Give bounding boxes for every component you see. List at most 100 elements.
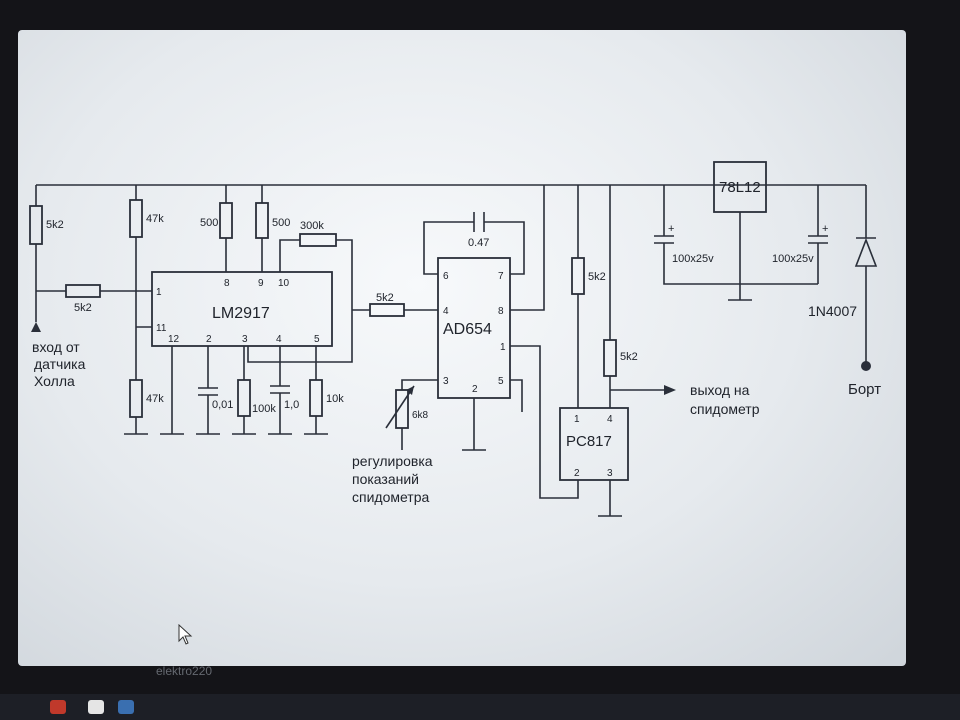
pin-label: 4 xyxy=(607,414,613,425)
label-board: Борт xyxy=(848,381,881,398)
label-r-trim: 6k8 xyxy=(412,410,429,421)
taskbar-window-label[interactable]: elektro220 xyxy=(156,664,213,678)
label-r-fb: 300k xyxy=(300,220,324,232)
ground-symbol xyxy=(728,212,752,301)
pin-label: 5 xyxy=(314,334,320,345)
resistor-pin3 xyxy=(237,379,251,417)
label-r-input: 5k2 xyxy=(74,302,92,314)
label-r-pin8: 500 xyxy=(200,217,218,229)
screen xyxy=(18,30,906,666)
wire xyxy=(510,379,523,412)
label-c-ad654: 0.47 xyxy=(468,237,489,249)
label-c-reg-out: 100x25v xyxy=(772,253,814,265)
pin-label: 8 xyxy=(498,306,504,317)
label-adjust-line3: спидометра xyxy=(352,489,430,505)
diode-label: 1N4007 xyxy=(808,303,857,319)
label-r-pc-out: 5k2 xyxy=(620,351,638,363)
resistor-hall-pullup xyxy=(29,205,43,245)
label-r-pc-top: 5k2 xyxy=(588,271,606,283)
pin-label: 4 xyxy=(276,334,282,345)
label-r-div-top: 47k xyxy=(146,213,164,225)
pin-label: 3 xyxy=(242,334,248,345)
wire xyxy=(510,185,545,311)
resistor-pin8 xyxy=(219,202,233,239)
app-icon[interactable] xyxy=(50,700,66,714)
trimmer-arrow-head-icon xyxy=(406,386,414,395)
diode-1n4007 xyxy=(854,237,878,267)
resistor-div-top xyxy=(129,199,143,238)
pin-label: 8 xyxy=(224,278,230,289)
label-c-reg-in: 100x25v xyxy=(672,253,714,265)
pin-label: 3 xyxy=(607,468,613,479)
pin-label: 3 xyxy=(443,376,449,387)
pin-label: 7 xyxy=(498,271,504,282)
resistor-feedback xyxy=(299,233,337,247)
label-output-line2: спидометр xyxy=(690,401,760,417)
label-r-hall-pullup: 5k2 xyxy=(46,219,64,231)
trimmer-arrow-icon xyxy=(385,385,415,429)
regulator-label: 78L12 xyxy=(719,179,761,196)
pin-label: 11 xyxy=(156,323,167,334)
label-hall-line1: вход от xyxy=(32,339,80,355)
pin-label: 2 xyxy=(206,334,212,345)
capacitor-pin4 xyxy=(270,346,290,434)
app-icon[interactable] xyxy=(118,700,134,714)
wire xyxy=(510,345,579,499)
mouse-cursor-icon xyxy=(178,624,193,645)
label-hall-line2: датчика xyxy=(34,356,86,372)
label-c-pin4: 1,0 xyxy=(284,399,299,411)
chip-lm2917 xyxy=(151,271,333,347)
wire xyxy=(225,185,263,272)
resistor-input xyxy=(65,284,101,298)
resistor-pin9 xyxy=(255,202,269,239)
pin-label: 5 xyxy=(498,376,504,387)
chip-lm2917-label: LM2917 xyxy=(212,305,270,322)
label-r-pin9: 500 xyxy=(272,217,290,229)
wire xyxy=(135,185,152,434)
pin-label: 2 xyxy=(574,468,580,479)
pin-label: 1 xyxy=(156,287,162,298)
output-arrow-icon xyxy=(664,385,676,395)
ground-symbol xyxy=(462,398,486,451)
capacitor-pair xyxy=(654,185,828,285)
chip-ad654-label: AD654 xyxy=(443,321,492,338)
label-adjust-line1: регулировка xyxy=(352,453,433,469)
pin-label: 9 xyxy=(258,278,264,289)
app-icon[interactable] xyxy=(88,700,104,714)
pin-label: 6 xyxy=(443,271,449,282)
trimmer-resistor xyxy=(395,389,409,429)
pin-label: 12 xyxy=(168,334,180,345)
chip-pc817 xyxy=(559,407,629,481)
resistor-pin5 xyxy=(309,379,323,417)
wire xyxy=(401,379,438,450)
plus-sign: + xyxy=(668,223,674,235)
taskbar xyxy=(0,694,960,720)
resistor-series-out xyxy=(369,303,405,317)
pin-label: 2 xyxy=(472,384,478,395)
label-r-div-bottom: 47k xyxy=(146,393,164,405)
resistor-pc-out xyxy=(603,339,617,377)
ground-symbol xyxy=(598,480,622,517)
wire xyxy=(247,239,353,363)
label-adjust-line2: показаний xyxy=(352,471,419,487)
resistor-pc-top xyxy=(571,257,585,295)
pin-label: 4 xyxy=(443,306,449,317)
capacitor-ad654 xyxy=(423,212,525,275)
resistor-div-bottom xyxy=(129,379,143,418)
label-hall-line3: Холла xyxy=(34,373,75,389)
label-r-pin5: 10k xyxy=(326,393,344,405)
pin-label: 1 xyxy=(500,342,506,353)
pin-label: 10 xyxy=(278,278,290,289)
board-terminal-icon xyxy=(861,361,871,371)
plus-sign: + xyxy=(822,223,828,235)
chip-pc817-label: PC817 xyxy=(566,433,612,450)
label-output-line1: выход на xyxy=(690,382,750,398)
input-arrow-icon xyxy=(31,322,41,332)
pin-label: 1 xyxy=(574,414,580,425)
capacitor-pin2 xyxy=(198,346,218,434)
label-r-series-out: 5k2 xyxy=(376,292,394,304)
label-r-pin3: 100k xyxy=(252,403,276,415)
label-c-pin2: 0,01 xyxy=(212,399,233,411)
